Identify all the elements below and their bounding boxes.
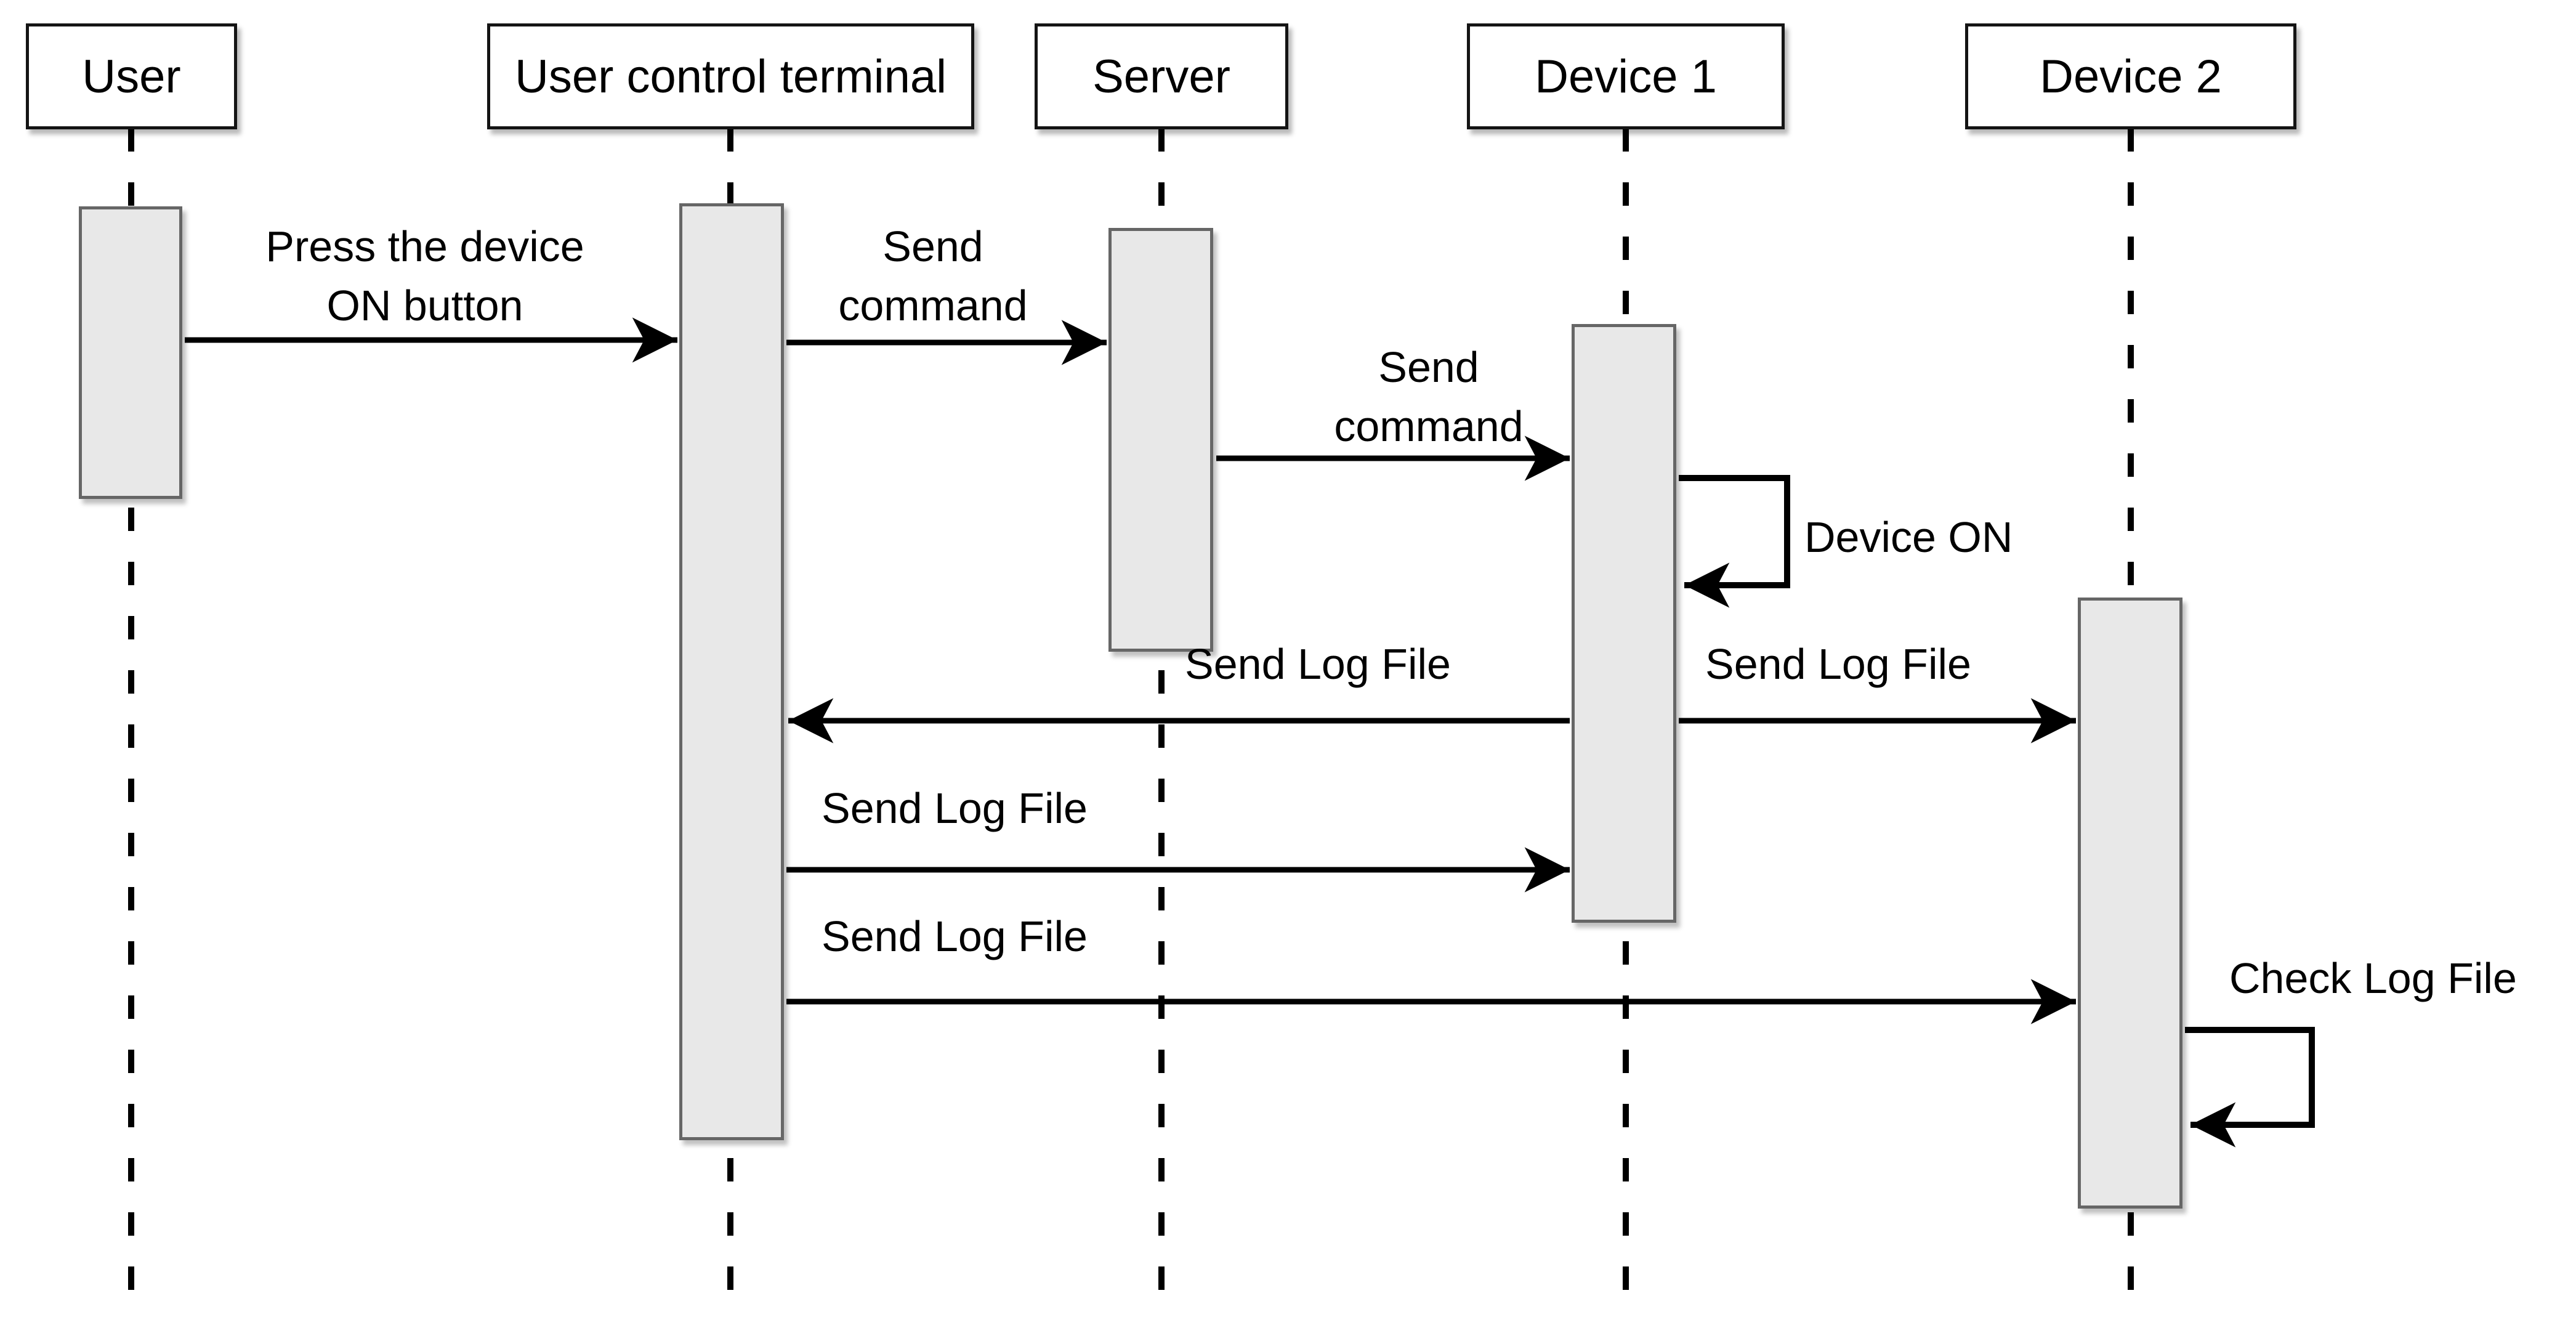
message-label-send-command-2: Send command	[1334, 343, 1524, 450]
message-label-send-log-file-3: Send Log File	[822, 784, 1088, 832]
participant-device2: Device 2	[1965, 23, 2296, 129]
activation-device2	[2078, 598, 2182, 1209]
message-label-check-log-file: Check Log File	[2229, 954, 2517, 1002]
activation-server	[1108, 228, 1213, 652]
activation-terminal	[679, 203, 784, 1140]
lifeline-server	[1158, 128, 1165, 1299]
participant-terminal-label: User control terminal	[514, 50, 947, 103]
message-label-send-log-file-4: Send Log File	[822, 912, 1088, 960]
participant-device2-label: Device 2	[2040, 50, 2222, 103]
arrow-check-log-file-self-loop	[2185, 1027, 2315, 1148]
participant-server-label: Server	[1092, 50, 1230, 103]
message-label-device-on: Device ON	[1804, 513, 2013, 561]
message-label-send-log-file-2: Send Log File	[1705, 640, 1971, 688]
participant-user-label: User	[82, 50, 181, 103]
message-label-press-device-on: Press the device ON button	[265, 222, 584, 330]
activation-device1	[1572, 324, 1676, 923]
arrow-device-on-self-loop	[1679, 475, 1790, 608]
activation-user	[79, 206, 182, 499]
participant-user: User	[26, 23, 237, 129]
participant-device1: Device 1	[1467, 23, 1785, 129]
participant-server: Server	[1035, 23, 1288, 129]
message-label-send-log-file-1: Send Log File	[1185, 640, 1451, 688]
lifeline-user	[128, 128, 134, 1299]
participant-terminal: User control terminal	[487, 23, 974, 129]
message-label-send-command-1: Send command	[838, 222, 1028, 330]
participant-device1-label: Device 1	[1535, 50, 1717, 103]
